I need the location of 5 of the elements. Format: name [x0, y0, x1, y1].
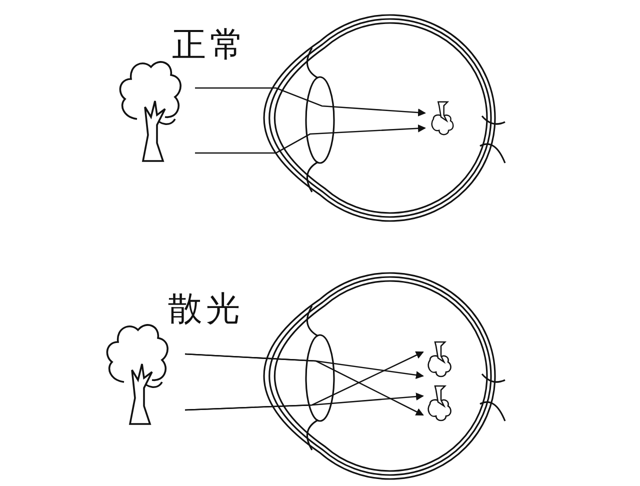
light-ray-arrow: [184, 392, 424, 411]
light-ray-arrow: [195, 124, 426, 154]
heading-text: 正常: [172, 28, 248, 62]
light-ray-arrow: [195, 87, 426, 117]
heading-text: 散光: [168, 292, 244, 326]
